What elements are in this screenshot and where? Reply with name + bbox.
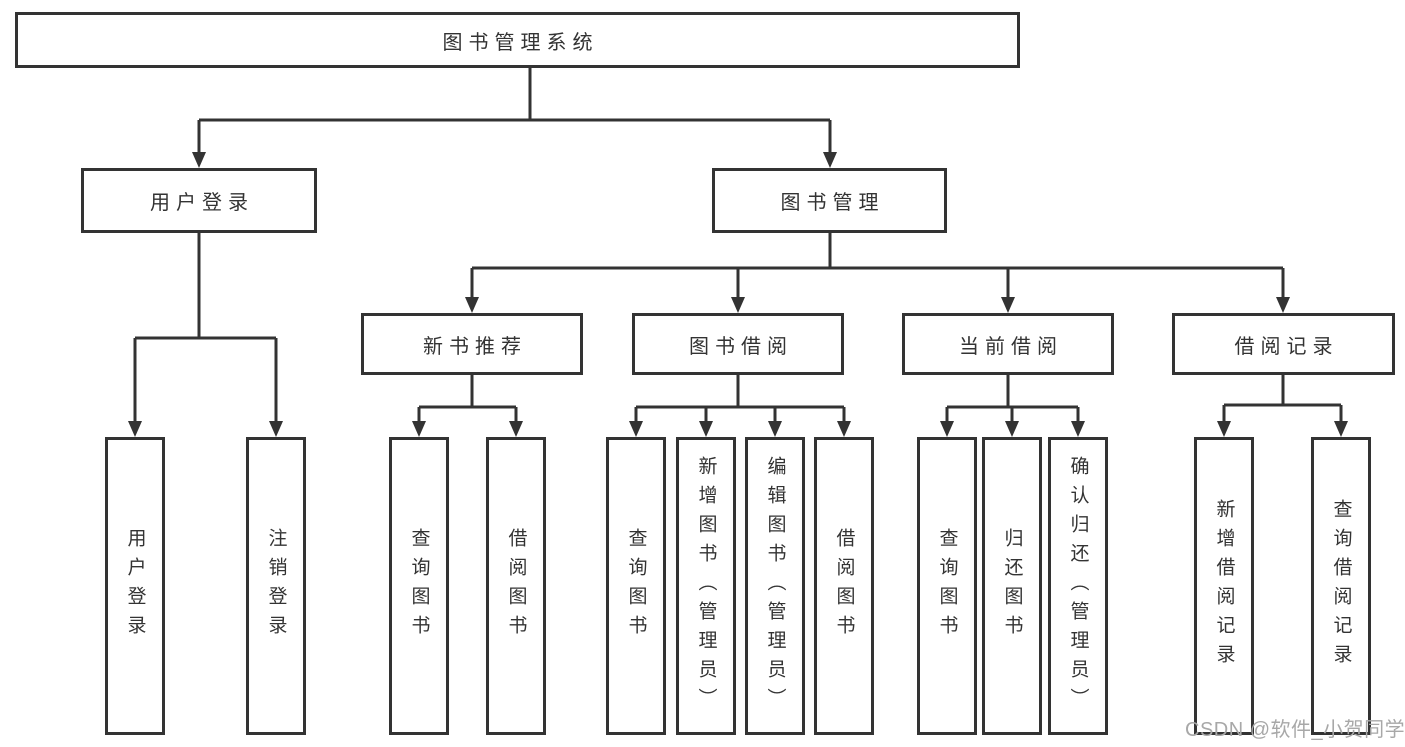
node-book-management-label: 图书管理 — [780, 192, 885, 214]
node-bb-query-books: 查询图书 — [606, 437, 666, 735]
node-bb-edit-books-admin: 编辑图书（管理员） — [745, 437, 805, 735]
node-cb-query-books: 查询图书 — [917, 437, 977, 735]
arrowheads — [128, 152, 1348, 437]
node-root: 图书管理系统 — [15, 12, 1020, 68]
node-leaf-logout-login-label: 注销登录 — [265, 528, 287, 644]
node-br-query-record-label: 查询借阅记录 — [1330, 499, 1352, 673]
node-nb-borrow-books: 借阅图书 — [486, 437, 546, 735]
node-current-borrowing: 当前借阅 — [902, 313, 1114, 375]
node-new-book-recommend-label: 新书推荐 — [423, 335, 527, 358]
node-cb-confirm-return-admin-label: 确认归还（管理员） — [1067, 455, 1089, 717]
node-root-label: 图书管理系统 — [442, 31, 599, 54]
arrowhead-icon — [699, 421, 713, 437]
node-bb-query-books-label: 查询图书 — [625, 528, 647, 644]
node-current-borrowing-label: 当前借阅 — [959, 335, 1063, 358]
arrowhead-icon — [192, 152, 206, 168]
node-leaf-user-login-label: 用户登录 — [124, 528, 146, 644]
arrowhead-icon — [465, 297, 479, 313]
node-user-login-label: 用户登录 — [150, 192, 254, 214]
node-book-borrowing-label: 图书借阅 — [689, 335, 793, 358]
node-bb-borrow-books-label: 借阅图书 — [833, 528, 855, 644]
node-nb-query-books: 查询图书 — [389, 437, 449, 735]
node-nb-borrow-books-label: 借阅图书 — [505, 528, 527, 644]
arrowhead-icon — [1334, 421, 1348, 437]
node-br-add-record-label: 新增借阅记录 — [1213, 499, 1235, 673]
arrowhead-icon — [1217, 421, 1231, 437]
node-cb-query-books-label: 查询图书 — [936, 528, 958, 644]
node-leaf-logout-login: 注销登录 — [246, 437, 306, 735]
node-nb-query-books-label: 查询图书 — [408, 528, 430, 644]
node-bb-edit-books-admin-label: 编辑图书（管理员） — [764, 455, 786, 717]
node-book-borrowing: 图书借阅 — [632, 313, 844, 375]
arrowhead-icon — [509, 421, 523, 437]
arrowhead-icon — [1276, 297, 1290, 313]
node-cb-return-books-label: 归还图书 — [1001, 528, 1023, 644]
arrowhead-icon — [1005, 421, 1019, 437]
node-borrowing-records: 借阅记录 — [1172, 313, 1395, 375]
node-cb-confirm-return-admin: 确认归还（管理员） — [1048, 437, 1108, 735]
arrowhead-icon — [412, 421, 426, 437]
node-user-login: 用户登录 — [81, 168, 317, 233]
arrowhead-icon — [1071, 421, 1085, 437]
node-new-book-recommend: 新书推荐 — [361, 313, 583, 375]
node-bb-borrow-books: 借阅图书 — [814, 437, 874, 735]
csdn-watermark: CSDN @软件_小贺同学 — [1185, 719, 1405, 741]
node-br-add-record: 新增借阅记录 — [1194, 437, 1254, 735]
node-leaf-user-login: 用户登录 — [105, 437, 165, 735]
node-book-management: 图书管理 — [712, 168, 947, 233]
arrowhead-icon — [940, 421, 954, 437]
arrowhead-icon — [768, 421, 782, 437]
arrowhead-icon — [269, 421, 283, 437]
arrowhead-icon — [823, 152, 837, 168]
node-borrowing-records-label: 借阅记录 — [1234, 335, 1339, 358]
node-bb-add-books-admin-label: 新增图书（管理员） — [695, 455, 717, 717]
node-cb-return-books: 归还图书 — [982, 437, 1042, 735]
arrowhead-icon — [128, 421, 142, 437]
node-br-query-record: 查询借阅记录 — [1311, 437, 1371, 735]
arrowhead-icon — [1001, 297, 1015, 313]
connector-path — [133, 68, 1343, 423]
arrowhead-icon — [731, 297, 745, 313]
arrowhead-icon — [629, 421, 643, 437]
arrowhead-icon — [837, 421, 851, 437]
node-bb-add-books-admin: 新增图书（管理员） — [676, 437, 736, 735]
